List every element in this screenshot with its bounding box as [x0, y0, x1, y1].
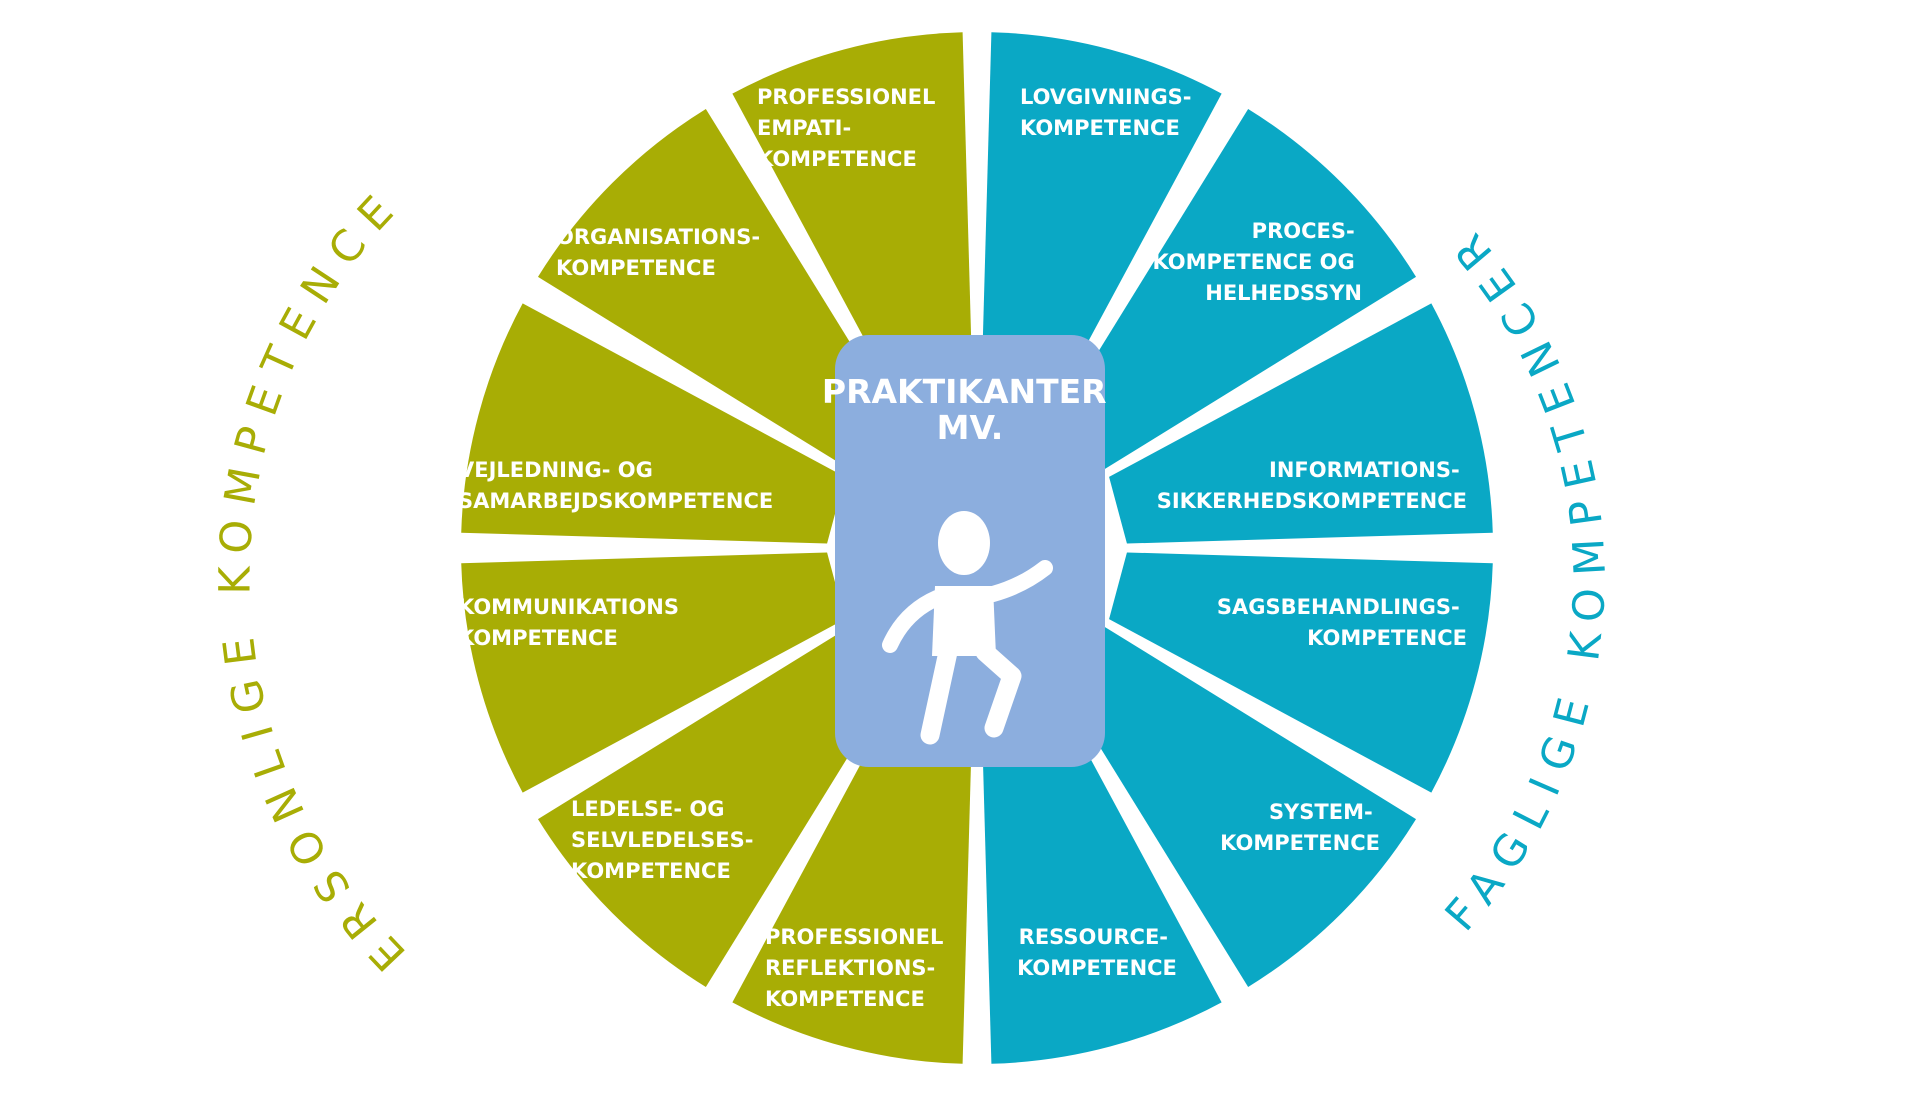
left-labels: PROFESSIONEL EMPATI- KOMPETENCE ORGANISA…	[458, 85, 951, 1011]
left-segment-3	[461, 303, 845, 544]
right-segment-label-3: INFORMATIONS- SIKKERHEDSKOMPETENCE	[1157, 458, 1467, 513]
right-segment-3	[1109, 303, 1493, 544]
right-segment-label-4: SAGSBEHANDLINGS- KOMPETENCE	[1217, 595, 1467, 650]
right-labels: LOVGIVNINGS- KOMPETENCE PROCES- KOMPETEN…	[1017, 85, 1467, 980]
right-segment-6	[981, 680, 1222, 1064]
left-segment-label-3: VEJLEDNING- OG SAMARBEJDSKOMPETENCE	[458, 458, 773, 513]
right-segment-label-6: RESSOURCE- KOMPETENCE	[1017, 925, 1177, 980]
right-segment-label-2: PROCES- KOMPETENCE OG HELHEDSSYN	[1152, 219, 1362, 305]
left-segment-2	[537, 108, 899, 470]
left-segment-label-4: KOMMUNIKATIONS KOMPETENCE	[458, 595, 686, 650]
right-segment-label-1: LOVGIVNINGS- KOMPETENCE	[1020, 85, 1199, 140]
right-segment-1	[981, 32, 1222, 416]
left-group-title: PERSONLIGE KOMPETENCER	[0, 0, 416, 980]
right-half	[981, 32, 1493, 1064]
left-segment-4	[461, 552, 845, 793]
right-segment-5	[1055, 626, 1417, 988]
center-title: PRAKTIKANTER MV.	[822, 372, 1118, 447]
center-box: PRAKTIKANTER MV.	[822, 335, 1118, 767]
left-segment-label-2: ORGANISATIONS- KOMPETENCE	[556, 225, 767, 280]
child-figure-icon	[882, 511, 1053, 745]
left-segment-label-6: PROFESSIONEL REFLEKTIONS- KOMPETENCE	[765, 925, 951, 1011]
right-segment-2	[1055, 108, 1417, 470]
right-segment-4	[1109, 552, 1493, 793]
left-segment-label-1: PROFESSIONEL EMPATI- KOMPETENCE	[757, 85, 943, 171]
right-segment-label-5: SYSTEM- KOMPETENCE	[1220, 800, 1380, 855]
left-segment-1	[732, 32, 973, 416]
left-segment-5	[537, 626, 899, 988]
left-segment-6	[732, 680, 973, 1064]
left-segment-label-5: LEDELSE- OG SELVLEDELSES- KOMPETENCE	[571, 797, 761, 883]
left-half	[461, 32, 973, 1064]
